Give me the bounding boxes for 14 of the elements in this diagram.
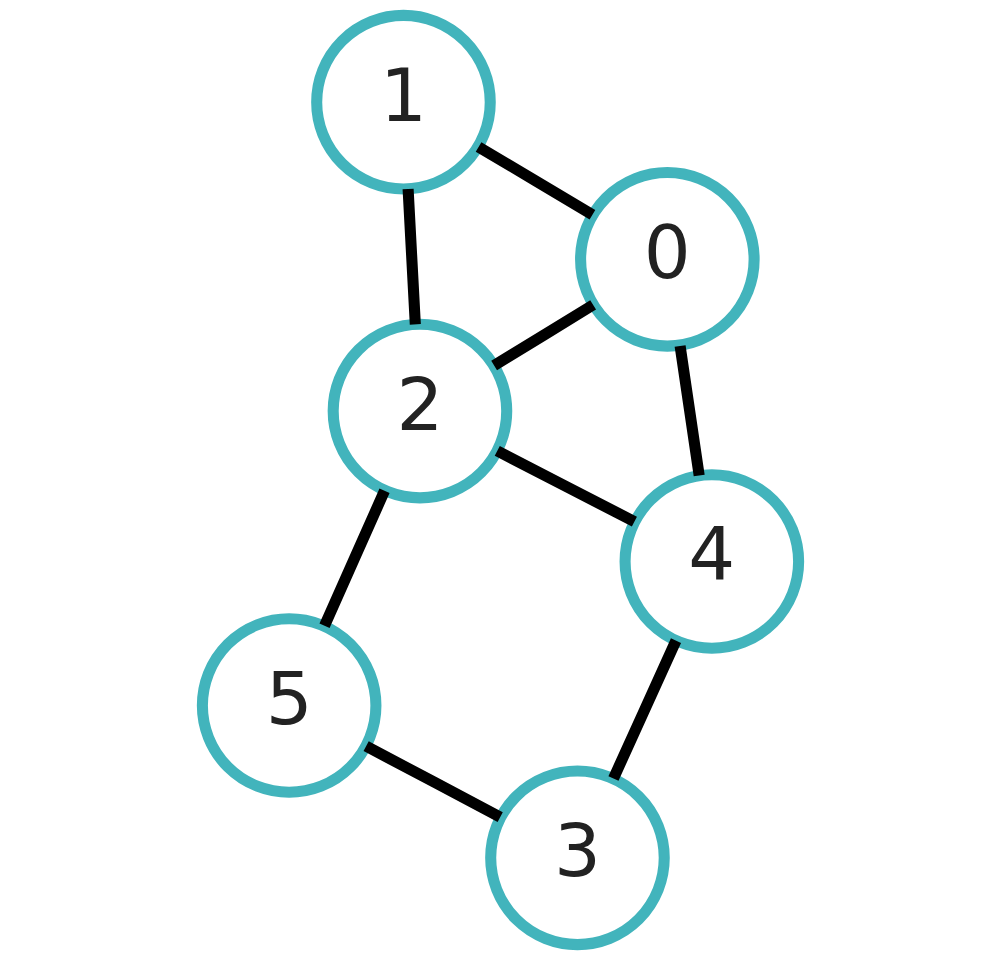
connector xyxy=(402,188,421,325)
node-circle: 2 xyxy=(327,318,513,504)
connector xyxy=(494,446,637,527)
node-circle: 5 xyxy=(196,613,382,798)
connector xyxy=(608,638,682,781)
node-circle: 3 xyxy=(485,765,670,951)
connector xyxy=(475,142,596,220)
connector xyxy=(491,300,596,371)
connector xyxy=(363,741,503,822)
node-circle: 1 xyxy=(311,9,496,195)
connector xyxy=(319,488,390,629)
node-circle: 4 xyxy=(619,469,805,654)
node-circle: 0 xyxy=(575,167,760,352)
connector xyxy=(674,345,705,477)
